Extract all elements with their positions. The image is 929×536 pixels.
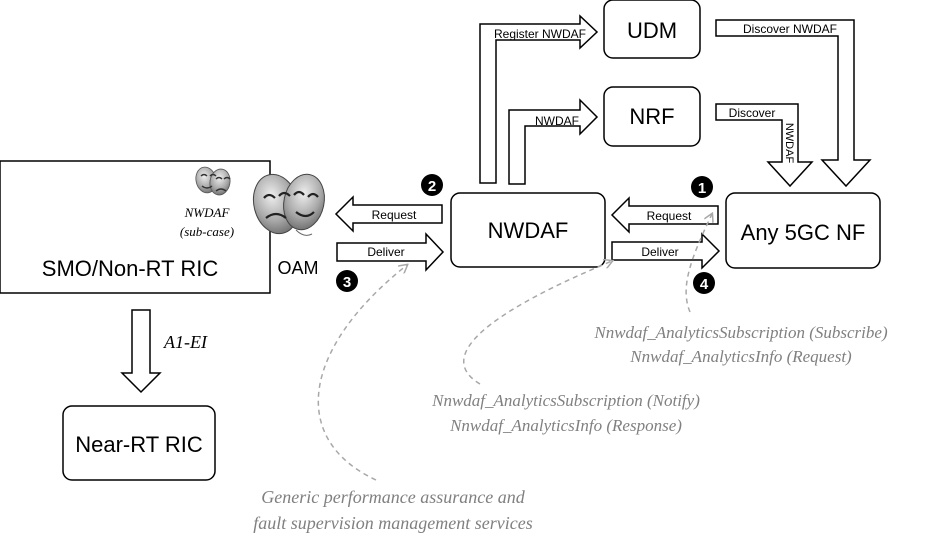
nwdaf-subcase-label-2: (sub-case)	[180, 224, 234, 239]
a1-ei-label: A1-EI	[163, 332, 208, 352]
nwdaf-subcase-label: NWDAF	[184, 205, 231, 220]
badge-1: 1	[691, 176, 713, 198]
nwdaf-label: NWDAF	[488, 218, 569, 243]
generic-connector	[317, 265, 407, 481]
udm-label: UDM	[627, 18, 677, 43]
discover-nwdaf-arrow	[715, 19, 872, 188]
small-masks-icon	[195, 166, 231, 196]
register-nwdaf-label: Register NWDAF	[494, 27, 586, 41]
nrf-node: NRF	[603, 86, 701, 147]
badge-3: 3	[336, 270, 358, 292]
nwdaf-node: NWDAF	[450, 192, 606, 268]
notify-annotation-1: Nnwdaf_AnalyticsSubscription (Notify)	[431, 391, 700, 410]
notify-connector	[463, 261, 612, 385]
smo-label: SMO/Non-RT RIC	[42, 256, 219, 281]
generic-annotation-2: fault supervision management services	[253, 513, 532, 533]
a1-ei-arrow	[120, 309, 162, 394]
svg-text:3: 3	[343, 274, 351, 291]
subscribe-annotation-2: Nnwdaf_AnalyticsInfo (Request)	[629, 347, 852, 366]
notify-annotation-2: Nnwdaf_AnalyticsInfo (Response)	[449, 416, 682, 435]
nwdaf-nrf-label: NWDAF	[535, 114, 579, 128]
generic-annotation-1: Generic performance assurance and	[261, 487, 525, 507]
deliver-left-arrow	[336, 232, 445, 272]
badge-4: 4	[693, 272, 715, 294]
udm-node: UDM	[603, 0, 701, 59]
oam-label: OAM	[277, 258, 318, 278]
subscribe-annotation-1: Nnwdaf_AnalyticsSubscription (Subscribe)	[593, 323, 888, 342]
subscribe-connector	[685, 214, 712, 313]
discover-vertical-label: NWDAF	[783, 123, 795, 164]
nrf-label: NRF	[629, 104, 674, 129]
request-left-label: Request	[372, 208, 417, 222]
svg-text:2: 2	[428, 178, 436, 195]
discover-label: Discover	[729, 106, 776, 120]
discover-nwdaf-label: Discover NWDAF	[743, 22, 837, 36]
request-right-label: Request	[647, 209, 692, 223]
svg-text:4: 4	[700, 276, 709, 293]
discover-arrow	[715, 103, 814, 188]
near-rt-ric-node: Near-RT RIC	[62, 405, 216, 481]
badge-2: 2	[421, 174, 443, 196]
svg-text:1: 1	[698, 180, 706, 197]
nwdaf-to-nrf-arrow	[508, 98, 599, 185]
oam-masks-icon	[252, 173, 325, 236]
request-left-arrow	[334, 195, 443, 233]
any-5gc-nf-node: Any 5GC NF	[725, 192, 881, 269]
near-rt-ric-label: Near-RT RIC	[75, 432, 203, 457]
deliver-right-arrow	[611, 232, 721, 270]
any-5gc-nf-label: Any 5GC NF	[741, 220, 866, 245]
deliver-left-label: Deliver	[367, 245, 404, 259]
register-nwdaf-arrow	[479, 14, 599, 184]
deliver-right-label: Deliver	[641, 245, 678, 259]
request-right-arrow	[610, 196, 719, 234]
